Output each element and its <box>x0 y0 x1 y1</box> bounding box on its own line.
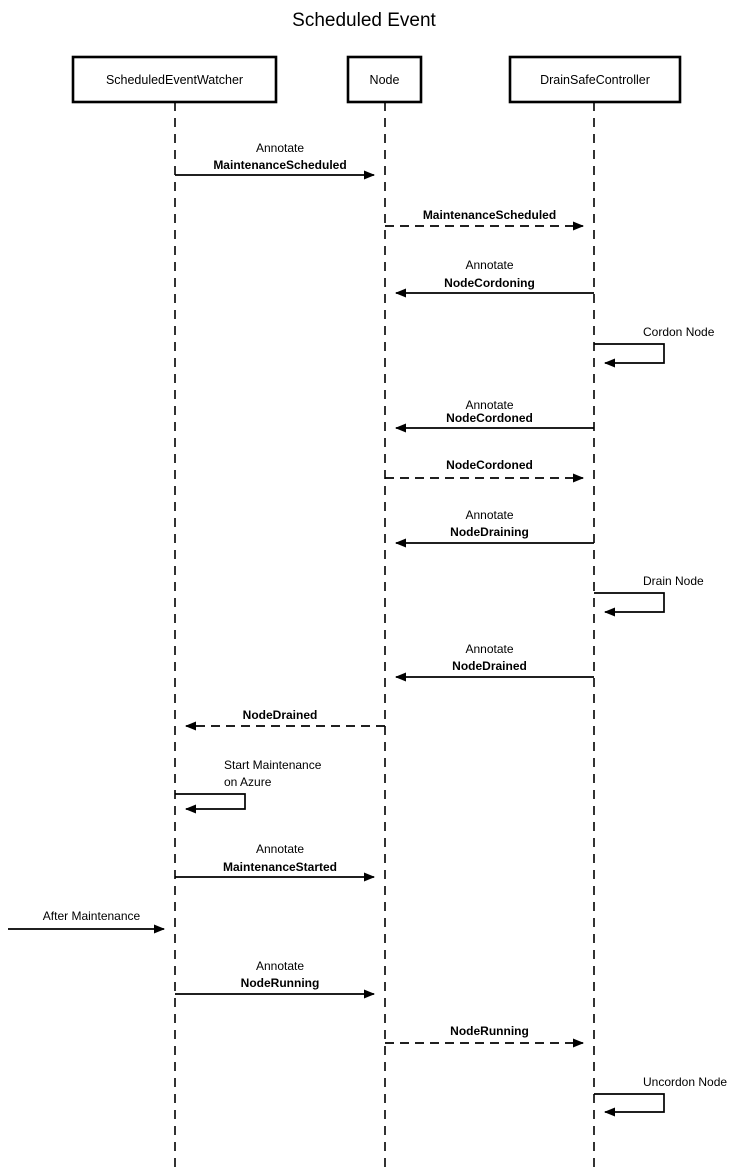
message-label: Annotate <box>256 959 304 973</box>
message-label: Cordon Node <box>643 325 715 339</box>
actor-box-frame <box>71 55 278 104</box>
actor-box-controller[interactable]: DrainSafeController <box>508 55 682 104</box>
self-message-path <box>594 592 665 617</box>
self-message-path <box>175 793 246 814</box>
message-label: NodeRunning <box>450 1024 529 1038</box>
message-label: Annotate <box>465 642 513 656</box>
message-m15: NodeRunning <box>385 1024 584 1048</box>
lifelines-layer <box>174 102 595 1172</box>
message-label: Annotate <box>465 508 513 522</box>
self-message-path <box>594 1093 665 1117</box>
message-m2: MaintenanceScheduled <box>385 208 584 231</box>
message-label: MaintenanceScheduled <box>423 208 556 222</box>
actor-box-node[interactable]: Node <box>346 55 423 104</box>
message-label: MaintenanceStarted <box>223 860 337 874</box>
message-label: MaintenanceScheduled <box>213 158 346 172</box>
message-m11: Start Maintenance on Azure <box>175 758 322 814</box>
actor-boxes-layer: ScheduledEventWatcher Node DrainSafeContro… <box>71 55 682 104</box>
page-title: Scheduled Event <box>292 10 436 31</box>
actor-label: Node <box>370 73 400 87</box>
actor-label: ScheduledEventWatcher <box>106 73 243 87</box>
actor-box-watcher[interactable]: ScheduledEventWatcher <box>71 55 278 104</box>
message-m13: After Maintenance <box>8 909 165 934</box>
message-label: Drain Node <box>643 574 704 588</box>
message-m16: Uncordon Node <box>594 1075 727 1117</box>
message-label: NodeDraining <box>450 525 529 539</box>
message-label: NodeCordoned <box>446 458 533 472</box>
message-m10: NodeDrained <box>185 708 385 731</box>
message-label: Annotate <box>256 842 304 856</box>
message-m8: Drain Node <box>594 574 704 617</box>
message-label: NodeDrained <box>243 708 318 722</box>
message-label: NodeDrained <box>452 659 527 673</box>
message-label: Uncordon Node <box>643 1075 727 1089</box>
message-label: on Azure <box>224 775 272 789</box>
message-m6: NodeCordoned <box>385 458 584 483</box>
self-message-path <box>594 343 665 368</box>
message-label: Annotate <box>465 258 513 272</box>
message-m4: Cordon Node <box>594 325 715 368</box>
message-label: NodeRunning <box>241 976 320 990</box>
message-label: Annotate <box>256 141 304 155</box>
message-label: NodeCordoned <box>446 411 533 425</box>
message-label: After Maintenance <box>43 909 141 923</box>
message-label: Start Maintenance <box>224 758 322 772</box>
message-label: Annotate <box>465 398 513 412</box>
message-label: NodeCordoning <box>444 276 535 290</box>
actor-box-frame <box>346 55 423 104</box>
actor-box-frame <box>508 55 682 104</box>
actor-label: DrainSafeController <box>540 73 650 87</box>
messages-layer: AnnotateMaintenanceScheduledMaintenanceS… <box>8 141 727 1117</box>
